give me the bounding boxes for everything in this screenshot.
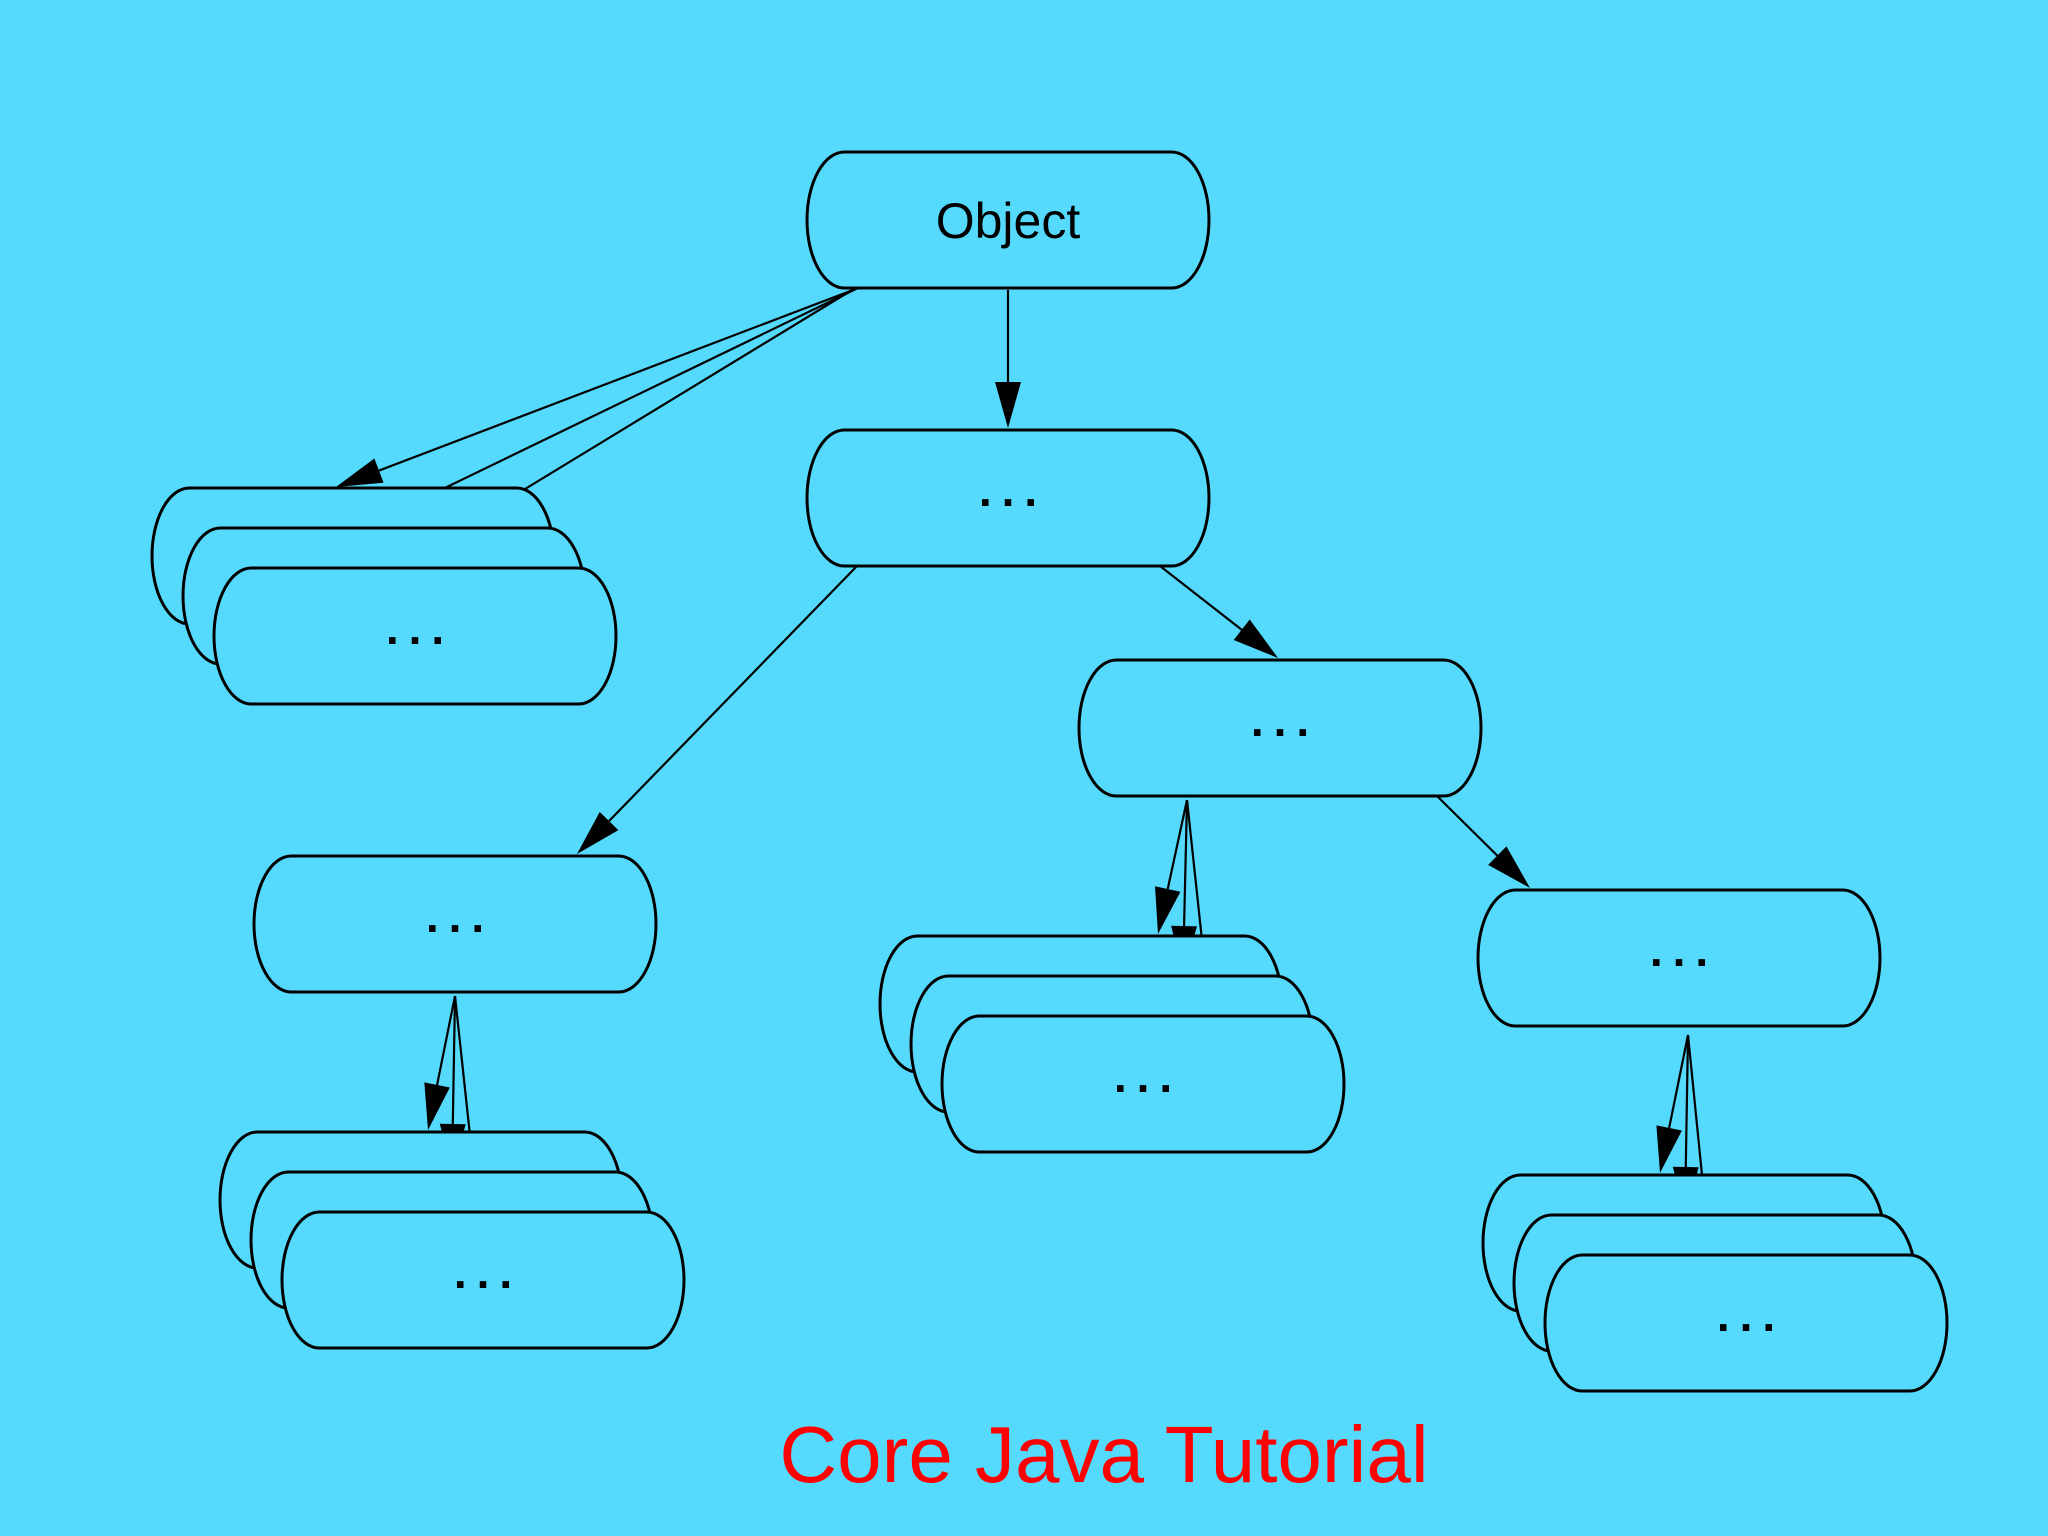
edge-line xyxy=(1182,799,1189,927)
edge-line xyxy=(436,995,457,1086)
edge-right-mid-to-right-mid-children-stack xyxy=(1155,799,1189,934)
node-right-mid-children-stack: ... xyxy=(878,934,1346,1154)
edge-mid-to-left-mid xyxy=(577,565,858,854)
edge-line xyxy=(1159,565,1243,631)
edge-line xyxy=(1668,1034,1690,1129)
node-left-mid-children-stack: ... xyxy=(218,1130,686,1350)
node-label: ... xyxy=(1251,694,1319,746)
node-shape xyxy=(805,428,1211,568)
edge-mid-to-right-mid xyxy=(1159,565,1278,658)
arrowhead xyxy=(1233,619,1278,658)
node-shape xyxy=(805,150,1211,290)
edges-layer xyxy=(336,283,1719,1255)
root-node-label: Object xyxy=(936,193,1081,249)
node-label: ... xyxy=(1717,1289,1785,1341)
node-label: ... xyxy=(1114,1050,1182,1102)
edge-line xyxy=(451,995,457,1125)
edge-left-mid-to-left-mid-children-stack xyxy=(424,995,457,1130)
edge-far-right-to-far-right-children-stack xyxy=(1656,1034,1690,1173)
edge-line xyxy=(1166,799,1189,890)
edge-line xyxy=(608,565,858,822)
arrowhead xyxy=(995,382,1021,428)
node-label: ... xyxy=(426,890,494,942)
node-label: ... xyxy=(386,602,454,654)
stacked-node-shape xyxy=(212,566,618,706)
stacked-node-shape xyxy=(1543,1253,1949,1393)
node-label: ... xyxy=(1650,924,1718,976)
edge-right-mid-to-far-right xyxy=(1436,795,1530,888)
slide-caption: Core Java Tutorial xyxy=(779,1410,1429,1499)
node-root-children-stack: ... xyxy=(150,486,618,706)
edge-line xyxy=(398,287,859,511)
arrowhead xyxy=(336,458,384,487)
node-right-mid: ... xyxy=(1077,658,1483,798)
node-label: ... xyxy=(979,464,1047,516)
arrowhead xyxy=(424,1082,450,1130)
arrowhead xyxy=(1656,1125,1682,1173)
stacked-node-shape xyxy=(940,1014,1346,1154)
edge-line xyxy=(1436,795,1499,857)
edge-line xyxy=(1684,1034,1690,1168)
stacked-node-shape xyxy=(280,1210,686,1350)
node-shape xyxy=(252,854,658,994)
node-far-right-children-stack: ... xyxy=(1481,1173,1949,1393)
node-label: ... xyxy=(454,1246,522,1298)
edge-root-to-mid xyxy=(995,290,1021,428)
node-root: Object xyxy=(805,150,1211,290)
edge-line xyxy=(378,283,867,472)
node-far-right: ... xyxy=(1476,888,1882,1028)
node-mid: ... xyxy=(805,428,1211,568)
nodes-layer: Object........................ xyxy=(150,150,1949,1393)
node-shape xyxy=(1077,658,1483,798)
arrowhead xyxy=(1155,886,1181,934)
arrowhead xyxy=(577,811,619,854)
node-shape xyxy=(1476,888,1882,1028)
arrowhead xyxy=(1488,846,1530,888)
node-left-mid: ... xyxy=(252,854,658,994)
edge-root-to-root-children-stack xyxy=(336,283,867,487)
